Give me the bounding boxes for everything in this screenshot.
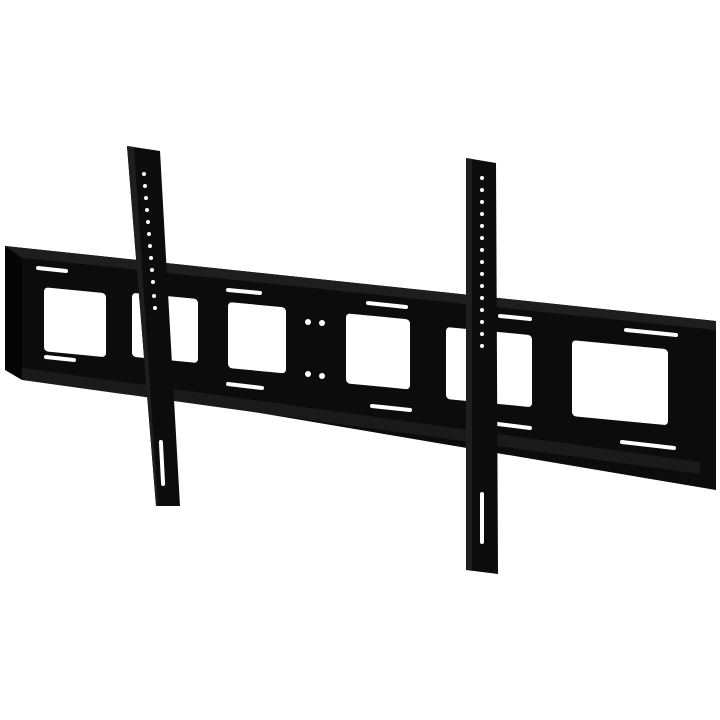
- hole: [480, 200, 484, 204]
- slot: [226, 382, 264, 390]
- right-arm-slot: [480, 492, 484, 544]
- right-arm-edge: [466, 158, 472, 570]
- wall-plate-bottom-lip: [22, 368, 700, 474]
- wall-plate-slots: [36, 266, 678, 450]
- slot: [498, 314, 532, 321]
- hole: [152, 294, 156, 298]
- hole: [480, 284, 484, 288]
- right-vertical-arm: [466, 158, 498, 574]
- hole: [480, 332, 484, 336]
- hole: [480, 212, 484, 216]
- hole: [319, 320, 325, 326]
- slot: [620, 440, 676, 450]
- left-vertical-arm: [127, 146, 180, 506]
- left-arm-body: [127, 146, 180, 506]
- hole: [480, 272, 484, 276]
- left-arm-slot: [158, 440, 166, 486]
- hole: [151, 280, 155, 284]
- hole: [480, 260, 484, 264]
- slot: [366, 301, 408, 309]
- slot: [44, 355, 76, 362]
- center-holes: [305, 319, 325, 379]
- hole: [147, 232, 151, 236]
- cutout-4: [346, 313, 410, 390]
- hole: [480, 224, 484, 228]
- hole: [145, 208, 149, 212]
- slot: [36, 266, 68, 273]
- hole: [480, 296, 484, 300]
- cutout-3: [228, 302, 286, 374]
- right-arm-holes: [480, 176, 484, 348]
- hole: [305, 371, 311, 377]
- slot: [624, 328, 678, 337]
- cutout-6: [572, 340, 668, 425]
- hole: [480, 308, 484, 312]
- wall-plate-left-edge: [5, 246, 22, 380]
- hole: [148, 244, 152, 248]
- hole: [143, 184, 147, 188]
- hole: [480, 188, 484, 192]
- hole: [149, 256, 153, 260]
- slot: [370, 404, 412, 412]
- wall-plate-top-lip: [5, 246, 716, 330]
- hole: [480, 248, 484, 252]
- right-arm-body: [466, 158, 498, 574]
- hole: [153, 306, 157, 310]
- hole: [480, 176, 484, 180]
- hole: [142, 172, 146, 176]
- hole: [305, 319, 311, 325]
- left-arm-edge: [127, 146, 158, 506]
- hole: [480, 344, 484, 348]
- hole: [144, 196, 148, 200]
- hole: [480, 320, 484, 324]
- hole: [319, 373, 325, 379]
- slot: [496, 422, 532, 430]
- hole: [146, 220, 150, 224]
- hole: [150, 268, 154, 272]
- hole: [480, 236, 484, 240]
- left-arm-holes: [142, 172, 157, 310]
- cutout-1: [44, 287, 106, 357]
- slot: [226, 288, 262, 295]
